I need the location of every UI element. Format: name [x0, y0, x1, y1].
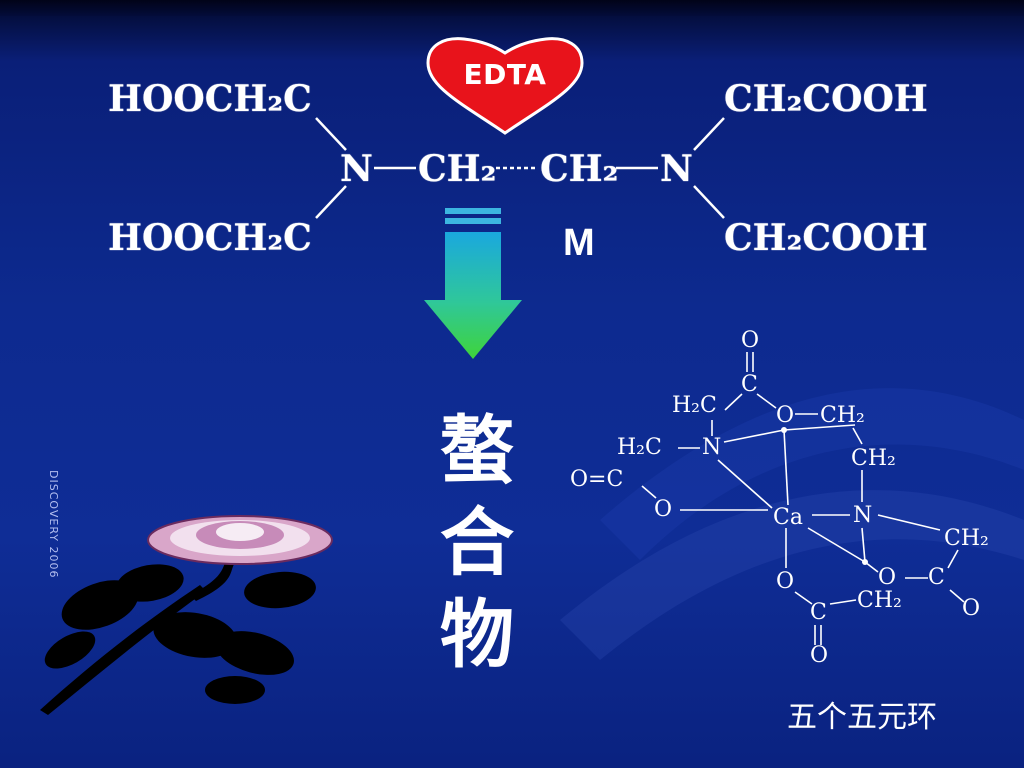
chelate-title: 螯 合 物 [432, 405, 522, 681]
complex-ch2-bottom: CH₂ [857, 588, 902, 613]
complex-n-right: N [853, 503, 873, 528]
complex-o-eq-c-left: O=C [570, 467, 624, 492]
metal-ion-label: M [563, 222, 595, 264]
complex-o-top: O [741, 328, 760, 353]
complex-h2c-left: H₂C [617, 435, 662, 460]
ring-count-label: 五个五元环 [787, 700, 937, 735]
complex-n-left: N [702, 435, 722, 460]
complex-o-right-end: O [962, 596, 981, 621]
complex-o-left: O [654, 497, 673, 522]
edta-ch2-left: CH₂ [418, 148, 497, 190]
edta-label: EDTA [463, 58, 547, 91]
edta-top-left-group: HOOCH₂C [108, 78, 312, 120]
complex-o-bottom-left: O [776, 569, 795, 594]
edta-bottom-right-group: CH₂COOH [724, 217, 928, 259]
edta-nitrogen-right: N [660, 148, 693, 190]
chrysanthemum-icon [40, 515, 333, 715]
heart-icon [426, 37, 584, 135]
title-char-2: 合 [440, 500, 514, 586]
edta-bottom-left-group: HOOCH₂C [108, 217, 312, 259]
complex-ch2-right-mid: CH₂ [851, 446, 896, 471]
complex-o-upper: O [776, 403, 795, 428]
complex-c-bottom: C [810, 600, 827, 625]
complex-o-bottom: O [810, 643, 829, 668]
edta-top-right-group: CH₂COOH [724, 78, 928, 120]
complex-h2c-top: H₂C [672, 393, 717, 418]
top-band [0, 0, 1024, 16]
complex-c-right: C [928, 565, 945, 590]
title-char-3: 物 [440, 592, 514, 678]
complex-ch2-upper-right: CH₂ [820, 403, 865, 428]
complex-o-c-right: O [878, 565, 897, 590]
complex-c-top: C [741, 372, 758, 397]
complex-ca: Ca [773, 505, 803, 530]
down-arrow-icon [424, 208, 522, 359]
edta-ch2-right: CH₂ [540, 148, 619, 190]
title-char-1: 螯 [440, 408, 514, 494]
complex-ch2-far-right: CH₂ [944, 526, 989, 551]
watermark-text: DISCOVERY 2006 [47, 470, 60, 579]
edta-nitrogen-left: N [340, 148, 373, 190]
